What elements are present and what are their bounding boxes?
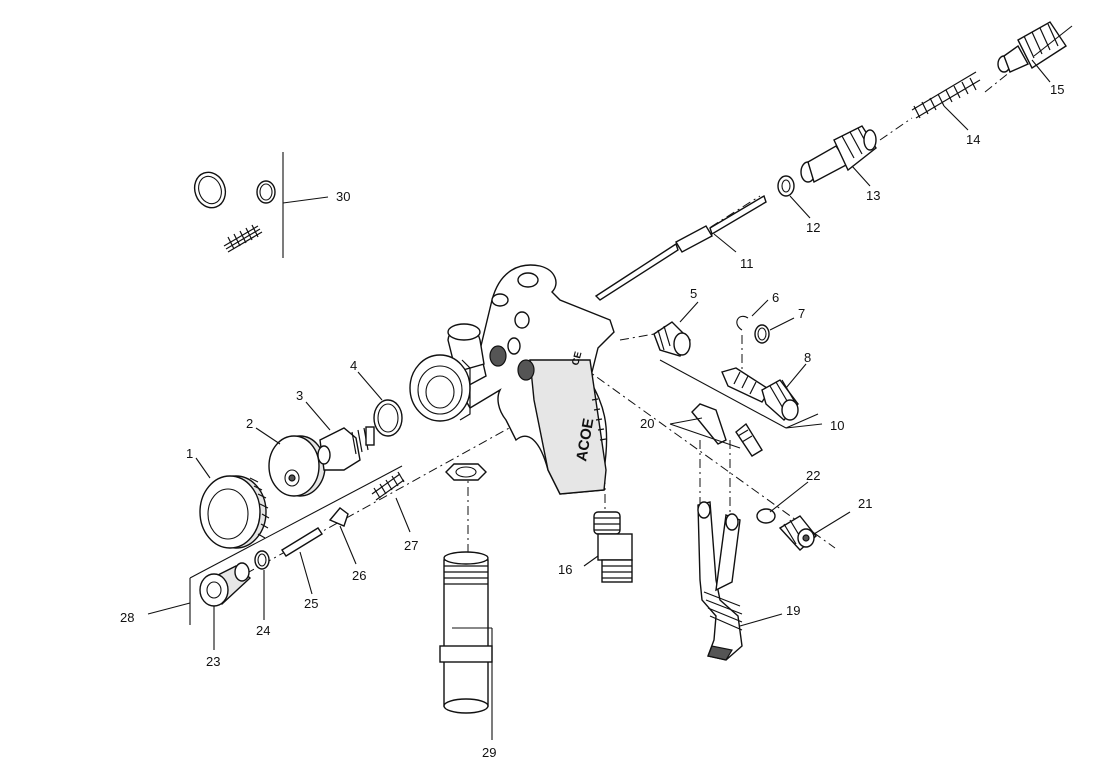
label-10: 10 (830, 418, 844, 433)
label-3: 3 (296, 388, 303, 403)
callout-numbers: 1 2 3 4 5 6 7 8 10 11 12 13 14 15 16 19 … (120, 82, 1064, 760)
part-19-trigger (697, 501, 743, 661)
label-30: 30 (336, 189, 350, 204)
label-15: 15 (1050, 82, 1064, 97)
label-6: 6 (772, 290, 779, 305)
label-24: 24 (256, 623, 270, 638)
part-26-cone (328, 507, 349, 527)
part-23-valve (199, 562, 252, 607)
label-21: 21 (858, 496, 872, 511)
label-1: 1 (186, 446, 193, 461)
label-23: 23 (206, 654, 220, 669)
part-20-pins (691, 403, 763, 457)
label-22: 22 (806, 468, 820, 483)
label-8: 8 (804, 350, 811, 365)
part-3-fluid-nozzle (317, 426, 375, 471)
label-13: 13 (866, 188, 880, 203)
label-25: 25 (304, 596, 318, 611)
gun-body: ACOE CE (409, 264, 615, 495)
assembly-center-lines (237, 67, 1016, 579)
part-15-adjust-knob (997, 21, 1067, 73)
part-28-bracket (147, 465, 403, 625)
part-8-adjust-valve (721, 367, 799, 421)
part-27-spring (371, 471, 405, 501)
part-12-washer (777, 175, 795, 197)
label-16: 16 (558, 562, 572, 577)
gun-nozzle-ring (409, 354, 471, 422)
part-22-washer (756, 508, 776, 524)
part-16-air-inlet (593, 511, 633, 583)
ce-mark: CE (570, 350, 584, 367)
part-11-needle (594, 194, 767, 301)
part-21-plug (778, 515, 817, 551)
label-12: 12 (806, 220, 820, 235)
label-11: 11 (740, 256, 754, 271)
part-30-kit (193, 152, 329, 258)
part-25-pin (281, 527, 323, 557)
o-ring-large-30 (193, 171, 227, 209)
label-28: 28 (120, 610, 134, 625)
label-19: 19 (786, 603, 800, 618)
label-5: 5 (690, 286, 697, 301)
label-27: 27 (404, 538, 418, 553)
label-29: 29 (482, 745, 496, 760)
part-13-packing-nut (800, 125, 877, 184)
part-5-fitting (653, 321, 691, 357)
label-7: 7 (798, 306, 805, 321)
label-20: 20 (640, 416, 654, 431)
part-29-cup-adapter (439, 463, 493, 740)
label-26: 26 (352, 568, 366, 583)
part-4-o-ring (373, 399, 403, 437)
spring-30 (223, 224, 263, 253)
part-6-clip (736, 315, 749, 331)
part-24-small-ring (254, 550, 270, 570)
leader-lines (195, 25, 1073, 650)
part-7-ring (754, 324, 770, 344)
part-1-air-cap-ring (199, 475, 270, 549)
part-2-air-cap (268, 435, 326, 497)
label-14: 14 (966, 132, 980, 147)
label-2: 2 (246, 416, 253, 431)
part-10-bracket (659, 359, 823, 429)
part-14-spring (911, 71, 981, 119)
label-4: 4 (350, 358, 357, 373)
